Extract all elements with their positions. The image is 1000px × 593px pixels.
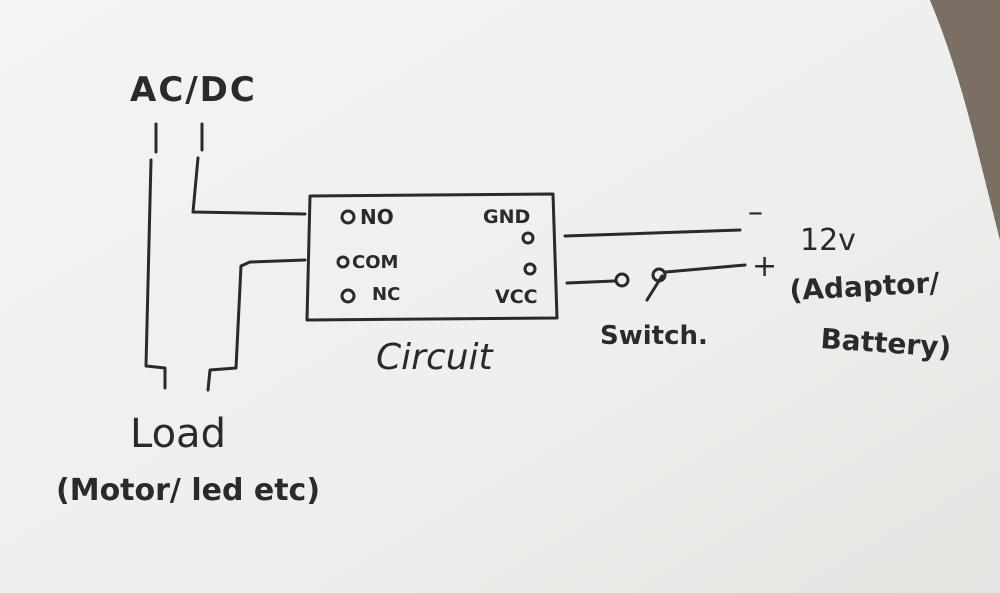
pin-vcc-circle <box>523 262 537 276</box>
load-subtitle: (Motor/ led etc) <box>56 473 320 508</box>
supply-label: AC/DC <box>130 70 257 110</box>
power-voltage-label: 12v <box>800 223 856 258</box>
wire-switch-to-plus <box>664 263 747 274</box>
power-source-line1: (Adaptor/ <box>789 266 941 307</box>
wire-gnd <box>563 228 742 238</box>
pin-nc-circle <box>340 288 356 304</box>
switch-lever <box>645 274 664 302</box>
switch-contact-left <box>614 272 630 288</box>
pin-no-label: NO <box>360 205 394 229</box>
pin-com-circle <box>336 255 350 269</box>
load-title: Load <box>130 411 226 457</box>
wire-supply-to-no <box>191 156 307 216</box>
power-plus-sign: + <box>752 249 777 284</box>
paper-corner-shadow <box>930 0 1000 240</box>
pin-gnd-circle <box>521 231 535 245</box>
pin-vcc-label: VCC <box>495 286 538 308</box>
wire-vcc-to-switch <box>565 279 616 285</box>
pin-gnd-label: GND <box>483 206 530 228</box>
wire-com-to-load <box>206 258 307 392</box>
wire-supply-to-load <box>144 158 167 390</box>
switch-label: Switch. <box>600 321 708 351</box>
power-minus-sign: – <box>748 195 763 230</box>
relay-caption: Circuit <box>376 337 495 378</box>
relay-module-box <box>305 192 559 322</box>
pin-com-label: COM <box>352 252 398 273</box>
pin-nc-label: NC <box>372 284 400 305</box>
pin-no-circle <box>340 209 356 225</box>
